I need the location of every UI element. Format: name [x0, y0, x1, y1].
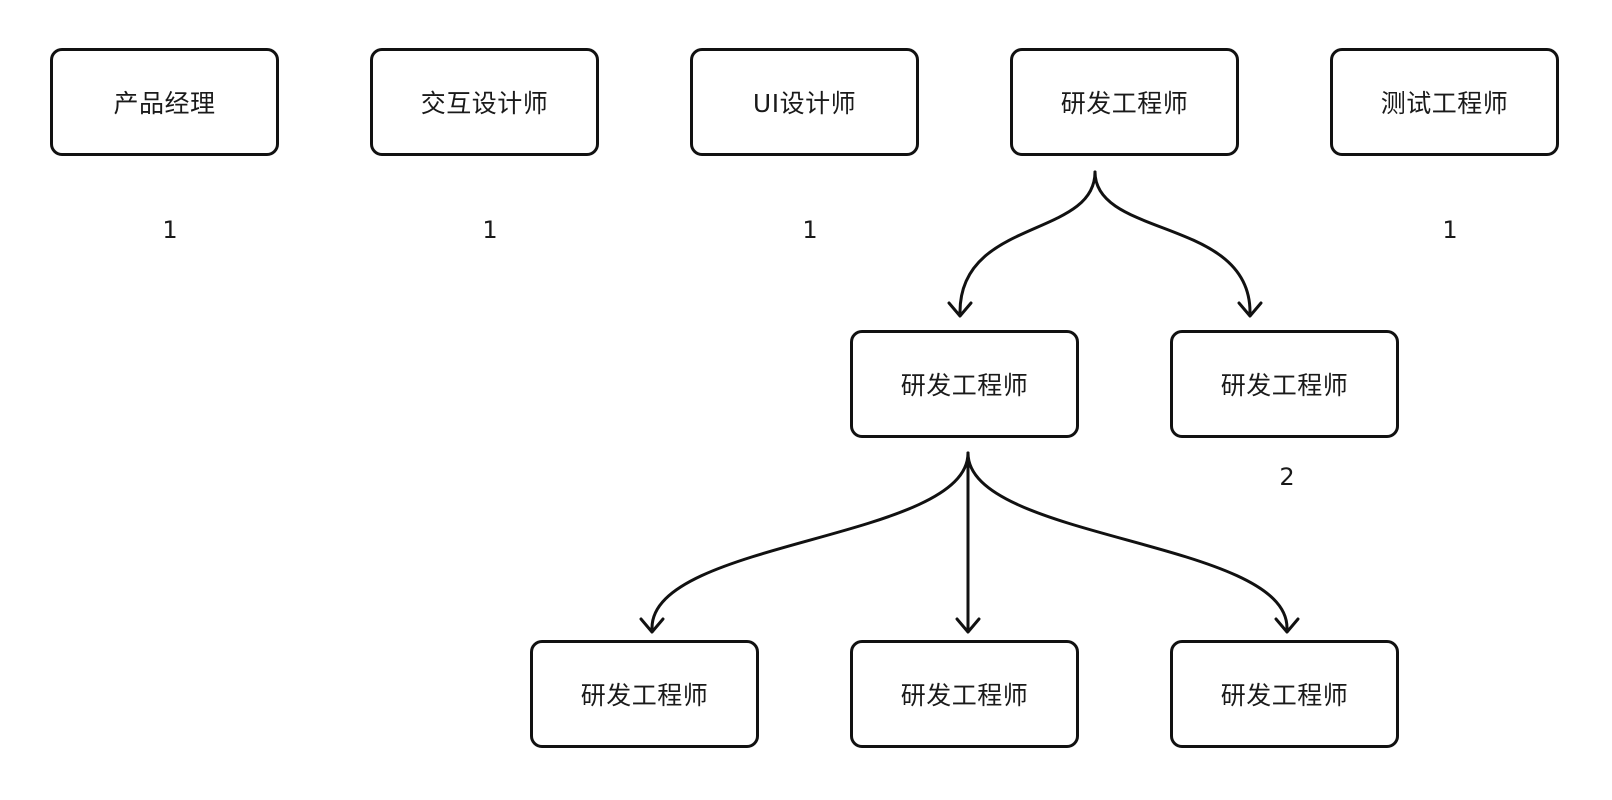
connector-n6-n10 [966, 451, 1289, 630]
node-dev-engineer-mid-right[interactable]: 研发工程师 [1170, 330, 1399, 438]
node-dev-engineer-mid-left[interactable]: 研发工程师 [850, 330, 1079, 438]
arrowhead-n6-n8 [639, 617, 665, 634]
node-label: 研发工程师 [900, 371, 1029, 400]
node-label: 研发工程师 [1220, 681, 1349, 710]
arrowhead-n4-n6 [947, 301, 973, 318]
count-ui-designer: 1 [802, 216, 818, 244]
node-label: 研发工程师 [580, 681, 709, 710]
node-label: 研发工程师 [1220, 371, 1349, 400]
node-label: 产品经理 [113, 89, 216, 118]
connector-n4-n7 [1093, 170, 1252, 314]
node-dev-engineer-bottom-right[interactable]: 研发工程师 [1170, 640, 1399, 748]
arrowhead-n6-n10 [1274, 617, 1300, 634]
connector-n6-n8 [650, 451, 970, 630]
connector-n4-n6 [958, 170, 1097, 314]
node-product-manager[interactable]: 产品经理 [50, 48, 279, 156]
count-product-manager: 1 [162, 216, 178, 244]
node-test-engineer[interactable]: 测试工程师 [1330, 48, 1559, 156]
node-ui-designer[interactable]: UI设计师 [690, 48, 919, 156]
count-interaction-designer: 1 [482, 216, 498, 244]
node-label: 测试工程师 [1380, 89, 1509, 118]
node-dev-engineer-top[interactable]: 研发工程师 [1010, 48, 1239, 156]
node-dev-engineer-bottom-left[interactable]: 研发工程师 [530, 640, 759, 748]
node-label: UI设计师 [752, 89, 857, 118]
count-dev-right: 2 [1279, 463, 1295, 491]
node-label: 研发工程师 [1060, 89, 1189, 118]
node-label: 交互设计师 [420, 89, 549, 118]
arrowhead-n6-n9 [955, 617, 981, 634]
count-test-engineer: 1 [1442, 216, 1458, 244]
node-label: 研发工程师 [900, 681, 1029, 710]
node-dev-engineer-bottom-center[interactable]: 研发工程师 [850, 640, 1079, 748]
node-interaction-designer[interactable]: 交互设计师 [370, 48, 599, 156]
arrowhead-n4-n7 [1237, 301, 1263, 318]
